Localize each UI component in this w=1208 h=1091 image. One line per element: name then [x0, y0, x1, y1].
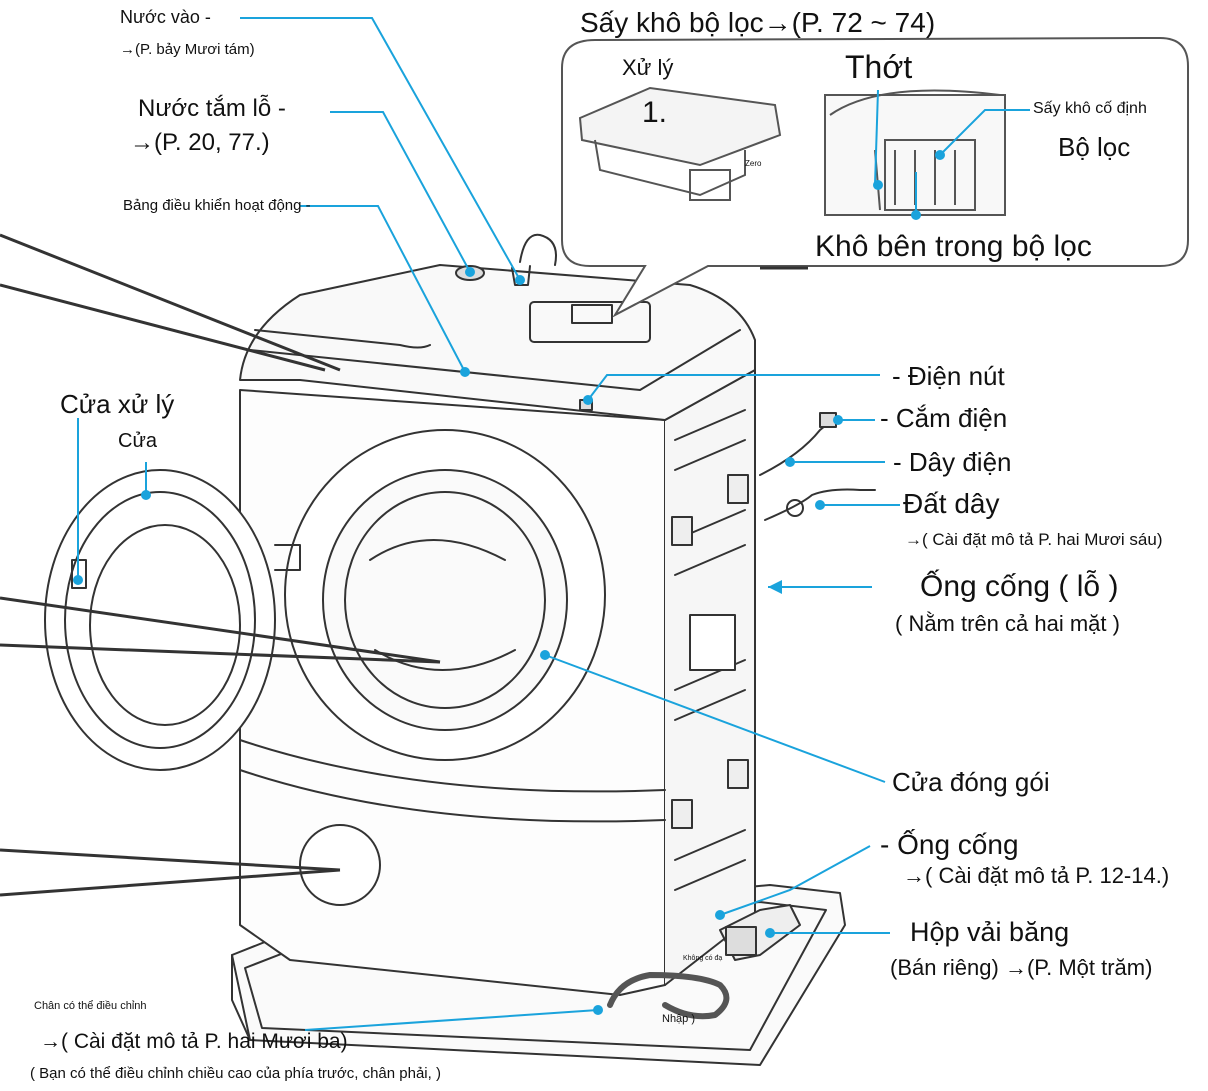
ground-wire: [764, 488, 876, 521]
adjustable-foot-label: Chân có thể điều chỉnh: [34, 1000, 147, 1012]
tape-box-label: Hộp vải băng: [910, 917, 1070, 947]
cabinet-side: [664, 369, 756, 986]
power-cord: [759, 417, 836, 476]
water-inlet-ref: →(P. bảy Mươi tám): [120, 41, 255, 58]
handle-number: 1.: [642, 96, 668, 129]
drain-hose-label: - Ống cống: [880, 829, 1019, 860]
slot-label: Thớt: [845, 49, 913, 85]
drain-hole-label: Ống cống ( lỗ ): [920, 570, 1119, 603]
door-gasket-label: Cửa đóng gói: [892, 767, 1050, 797]
side-vents: [671, 409, 749, 891]
bath-water-hole-ref: →(P. 20, 77.): [130, 129, 270, 156]
ground-wire-label: Đất dây: [903, 488, 1000, 519]
import-label: Nhập ): [662, 1013, 696, 1025]
power-button-label: - Điện nút: [892, 361, 1005, 391]
filter-label: Bộ lọc: [1058, 132, 1131, 162]
ground-wire-ref: →( Cài đặt mô tả P. hai Mươi sáu): [905, 530, 1163, 549]
control-panel-label: Bảng điều khiển hoạt động -: [123, 197, 311, 214]
drain-hose-coil: [607, 972, 730, 1020]
handle-label: Xử lý: [622, 55, 674, 80]
door-handle-label: Cửa xử lý: [60, 389, 175, 419]
zero-mark: Zero: [745, 159, 762, 168]
small-tag: Không có đạ: [683, 955, 723, 962]
power-cord-label: - Dây điện: [893, 447, 1012, 477]
adjustable-foot-ref: →( Cài đặt mô tả P. hai Mươi ba): [40, 1030, 348, 1053]
filter-dry-header: Sấy khô bộ lọc→(P. 72 ~ 74): [580, 7, 936, 38]
drain-hose-ref: →( Cài đặt mô tả P. 12-14.): [903, 863, 1170, 888]
water-inlet-label: Nước vào -: [120, 7, 211, 27]
inlet-dot: [515, 275, 525, 285]
fixed-dry-label: Sấy khô cố định: [1033, 100, 1147, 117]
bath-water-hole-label: Nước tắm lỗ -: [138, 95, 286, 122]
adjustable-foot-note: ( Bạn có thể điều chỉnh chiều cao của ph…: [30, 1065, 441, 1082]
power-plug-label: - Cắm điện: [880, 403, 1008, 433]
dry-inside-filter-label: Khô bên trong bộ lọc: [815, 230, 1092, 263]
door-label: Cửa: [118, 430, 157, 452]
drain-hole-note: ( Nằm trên cả hai mặt ): [895, 611, 1120, 636]
tape-box-ref: (Bán riêng) →(P. Một trăm): [890, 955, 1153, 980]
